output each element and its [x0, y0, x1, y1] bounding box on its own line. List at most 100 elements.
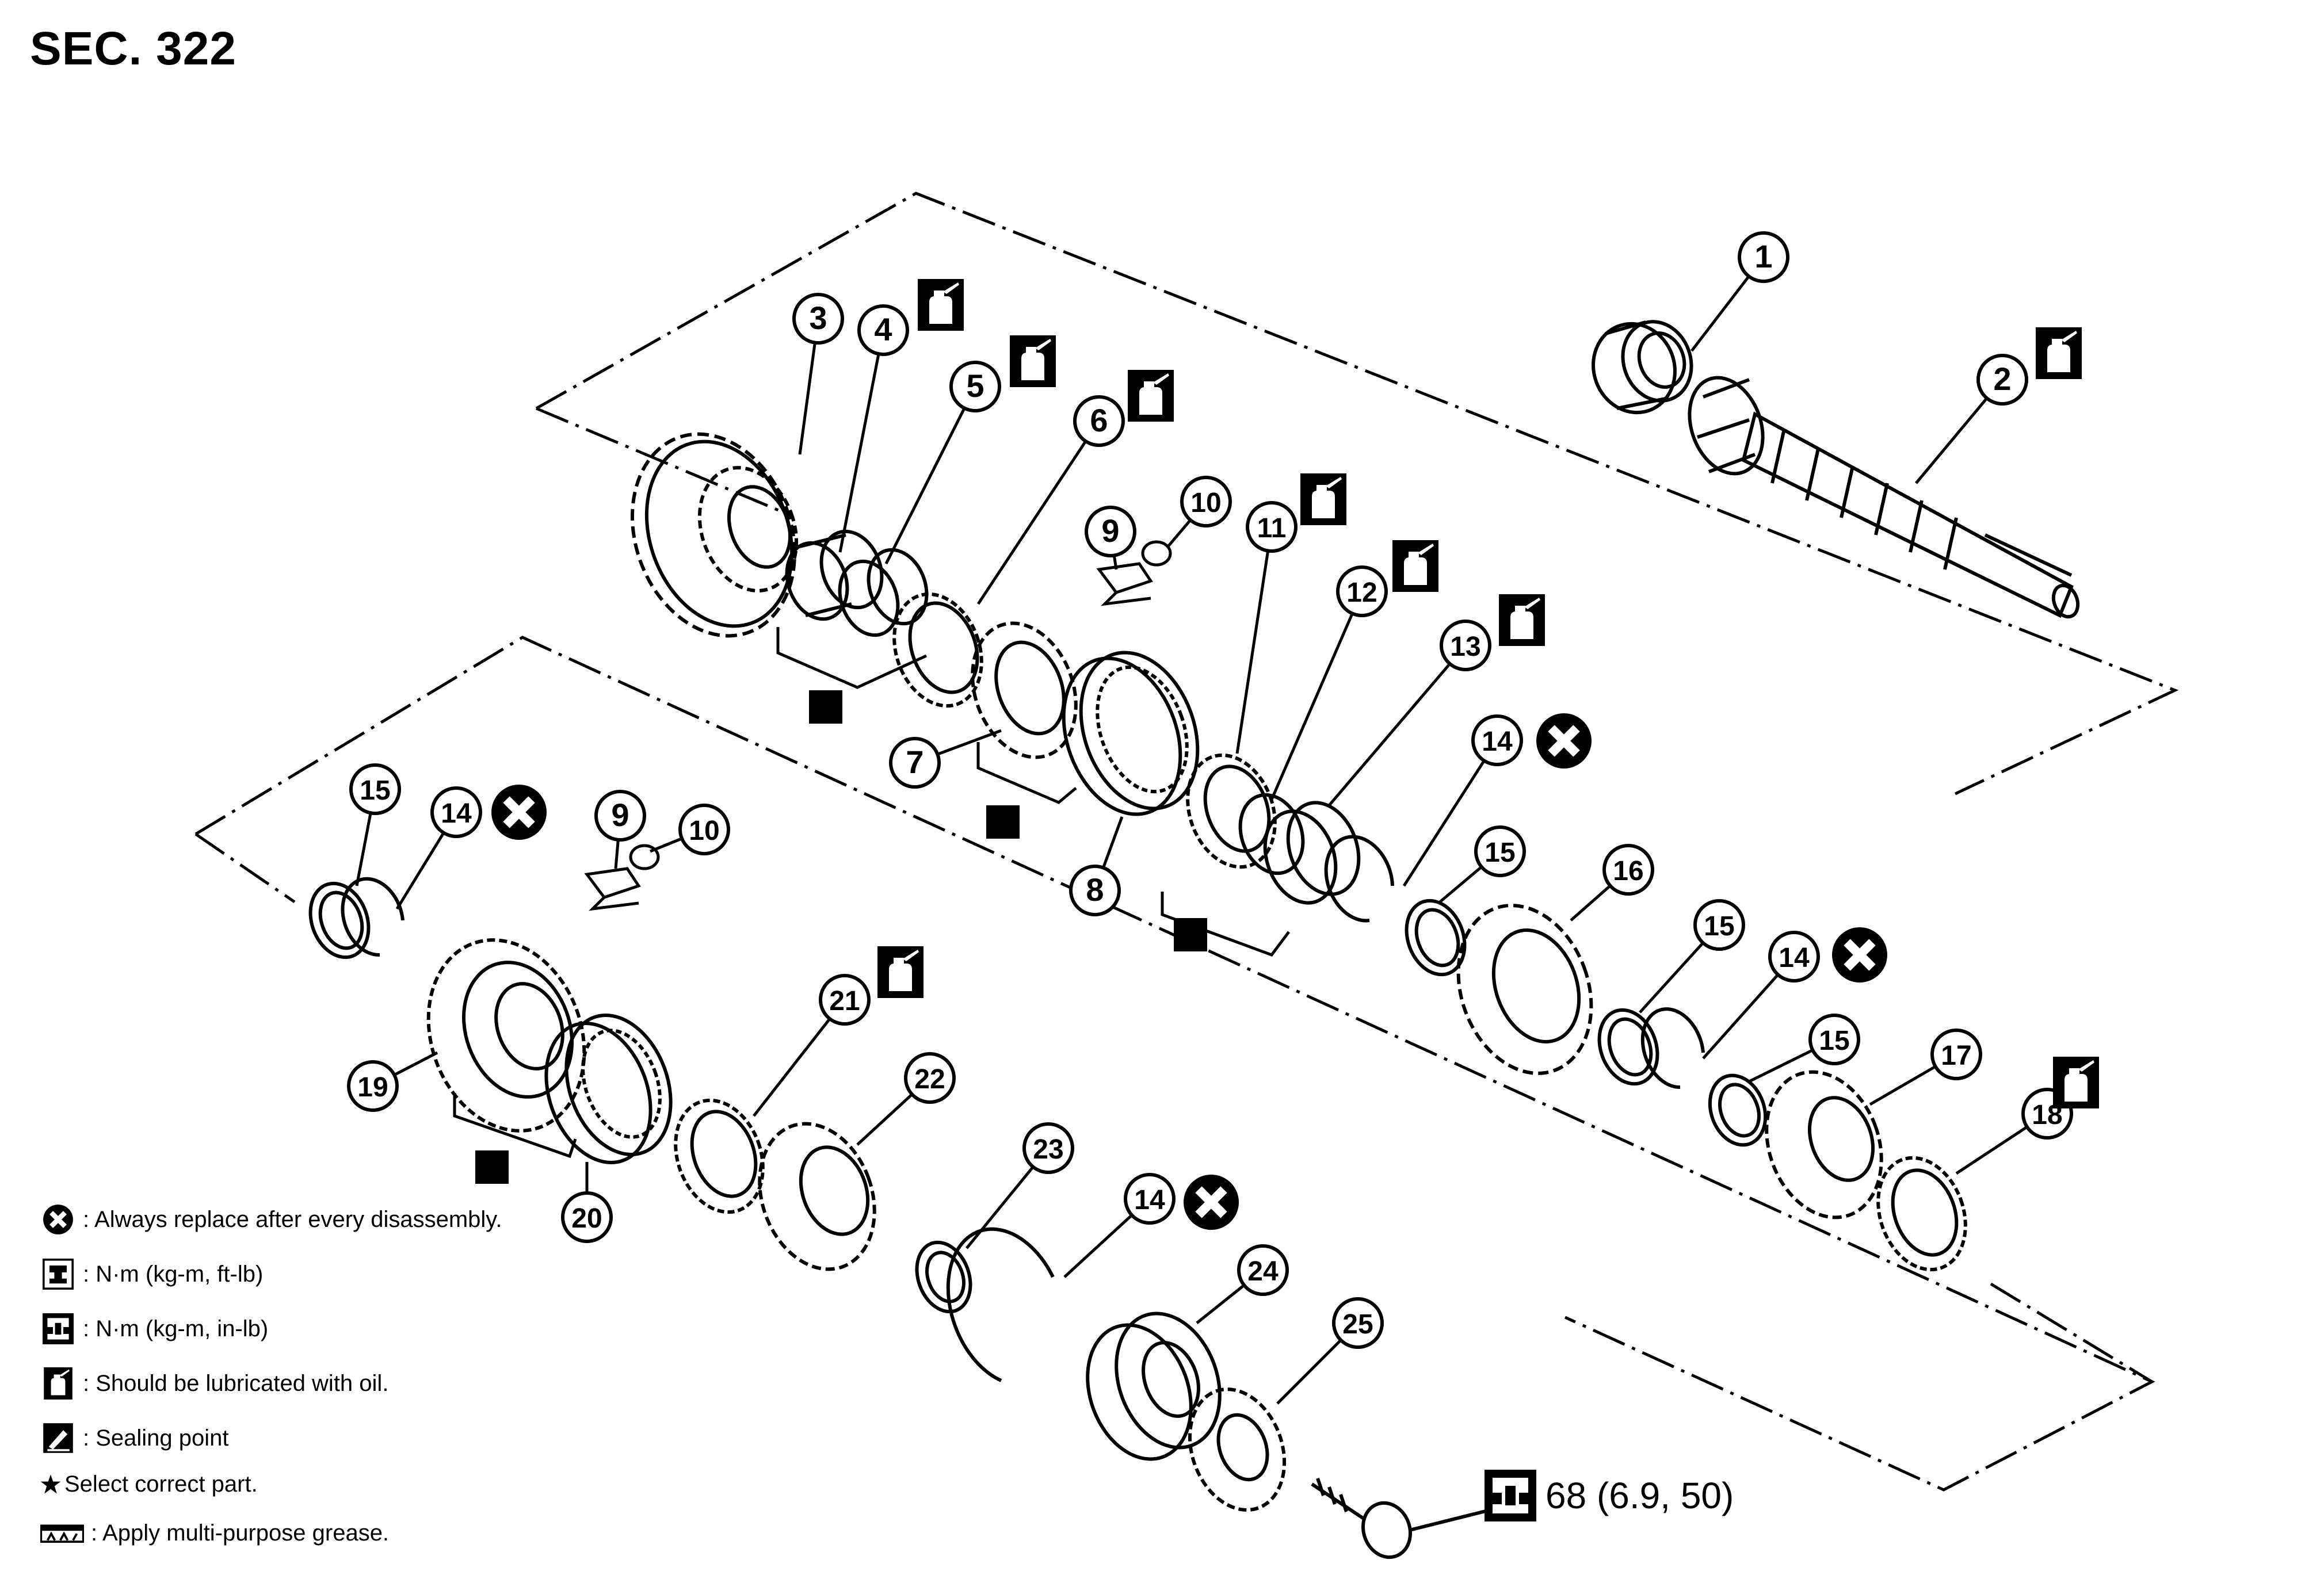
callout-number: 19: [357, 1072, 388, 1103]
callout-15: 15: [1693, 899, 1745, 951]
callout-circle: [1808, 1014, 1860, 1065]
callout-circle: [430, 786, 482, 838]
legend-text-torque-ftlb: : N·m (kg-m, ft-lb): [83, 1261, 264, 1287]
part-14-snap-ring-c: [341, 877, 404, 957]
part-9-insert-upper: [1096, 562, 1153, 606]
legend-row-sealing: : Sealing point: [40, 1418, 229, 1458]
callout-16: 16: [1602, 844, 1654, 896]
oil-can-icon: [1128, 370, 1174, 422]
part-16-gear: [1456, 904, 1593, 1075]
part-13-cone: [1263, 801, 1361, 905]
oil-can-icon: [1392, 540, 1438, 592]
callout-circle: [678, 804, 730, 855]
callout-12: 12: [1336, 565, 1388, 617]
subassembly-brackets: [453, 627, 1290, 1159]
callout-circle: [1332, 1297, 1384, 1349]
callout-circle: [1336, 565, 1388, 617]
part-3-gear: [630, 432, 799, 638]
lower-assembly-outline: [194, 636, 2155, 1492]
section-title: SEC. 322: [30, 22, 236, 75]
callout-14: 14: [1768, 931, 1820, 982]
legend-row-torque-inlb: : N·m (kg-m, in-lb): [40, 1309, 268, 1349]
replace-x-icon: [491, 785, 547, 840]
part-14-snap-ring-b: [1640, 1007, 1705, 1089]
callout-number: 4: [874, 311, 892, 347]
callout-circle: [1124, 1173, 1176, 1225]
legend-row-grease: : Apply multi-purpose grease.: [40, 1513, 389, 1553]
torque-wrench-icon: [1485, 1470, 1536, 1521]
callout-circle: [1693, 899, 1745, 951]
callout-number: 15: [360, 775, 390, 806]
part-25-gear: [1188, 1387, 1287, 1512]
legend-row-torque-ftlb: : N·m (kg-m, ft-lb): [40, 1254, 263, 1294]
callout-circle: [347, 1060, 399, 1112]
callout-number: 20: [571, 1203, 602, 1234]
legend-text-select: Select correct part.: [64, 1471, 258, 1497]
callout-number: 14: [1134, 1185, 1165, 1215]
callout-number: 14: [1482, 727, 1513, 757]
legend-text-grease: : Apply multi-purpose grease.: [91, 1520, 390, 1546]
callout-number: 11: [1257, 513, 1287, 544]
part-15-washer-b: [1597, 1008, 1659, 1086]
callout-number: 24: [1247, 1256, 1279, 1287]
callout-circle: [1440, 620, 1491, 671]
torque-value: 68 (6.9, 50): [1545, 1475, 1734, 1516]
callout-9: 9: [594, 790, 646, 842]
part-21-synchro-ring: [674, 1098, 765, 1214]
callout-2: 2: [1976, 354, 2028, 406]
callout-circle: [792, 293, 844, 345]
callout-23: 23: [1022, 1122, 1074, 1174]
legend-text-replace: : Always replace after every disassembly…: [83, 1206, 502, 1232]
callout-circle: [819, 974, 871, 1026]
callout-number: 14: [441, 798, 472, 829]
callout-circle: [1073, 395, 1125, 447]
callout-number: 16: [1613, 856, 1643, 886]
callout-circle: [1602, 844, 1654, 896]
part-10-spring-lower: [629, 844, 660, 870]
callout-14: 14: [430, 786, 482, 838]
part-6-synchro-ring: [892, 592, 983, 708]
replace-x-icon: [43, 1204, 74, 1235]
callout-circle: [1246, 501, 1298, 553]
callout-number: 12: [1346, 578, 1377, 608]
callout-circle: [889, 737, 941, 789]
callout-circle: [857, 304, 909, 356]
callout-9: 9: [1085, 506, 1136, 557]
callout-11: 11: [1246, 501, 1298, 553]
callout-number: 22: [914, 1064, 945, 1095]
part-2-shaft: [1688, 376, 2080, 619]
callout-circle: [1237, 1244, 1289, 1296]
callout-number: 8: [1086, 871, 1104, 908]
part-4-sleeve: [785, 529, 884, 621]
sealing-point-icon: [43, 1423, 73, 1453]
part-11-synchro-ring: [1186, 753, 1277, 869]
part-14-snap-ring-a: [1324, 835, 1394, 923]
part-23-washer: [915, 1240, 972, 1314]
leader-line: [976, 420, 1101, 605]
callout-number: 23: [1033, 1134, 1063, 1165]
callout-circle: [1738, 231, 1789, 283]
callout-circle: [1069, 865, 1121, 916]
oil-can-icon: [1499, 594, 1545, 646]
callout-21: 21: [819, 974, 871, 1026]
callout-number: 15: [1819, 1026, 1849, 1056]
part-12-cone: [1238, 793, 1305, 875]
callout-number: 21: [829, 986, 860, 1016]
leader-line: [1270, 591, 1364, 800]
callout-number: 10: [689, 816, 719, 846]
callout-circle: [1474, 825, 1526, 877]
callout-24: 24: [1237, 1244, 1289, 1296]
callout-circle: [1471, 714, 1523, 766]
callout-8: 8: [1069, 865, 1121, 916]
part-24-bearing: [1086, 1312, 1222, 1461]
part-15-washer-c: [1708, 1073, 1768, 1147]
callout-1: 1: [1738, 231, 1789, 283]
part-7-synchro-hub: [971, 621, 1078, 759]
callout-6: 6: [1073, 395, 1125, 447]
callout-4: 4: [857, 304, 909, 356]
callout-circle: [949, 361, 1001, 412]
oil-can-icon: [1300, 473, 1346, 525]
part-1-bearing: [1592, 320, 1693, 415]
part-19-gear: [426, 938, 586, 1133]
legend-row-oil: : Should be lubricated with oil.: [40, 1363, 388, 1404]
